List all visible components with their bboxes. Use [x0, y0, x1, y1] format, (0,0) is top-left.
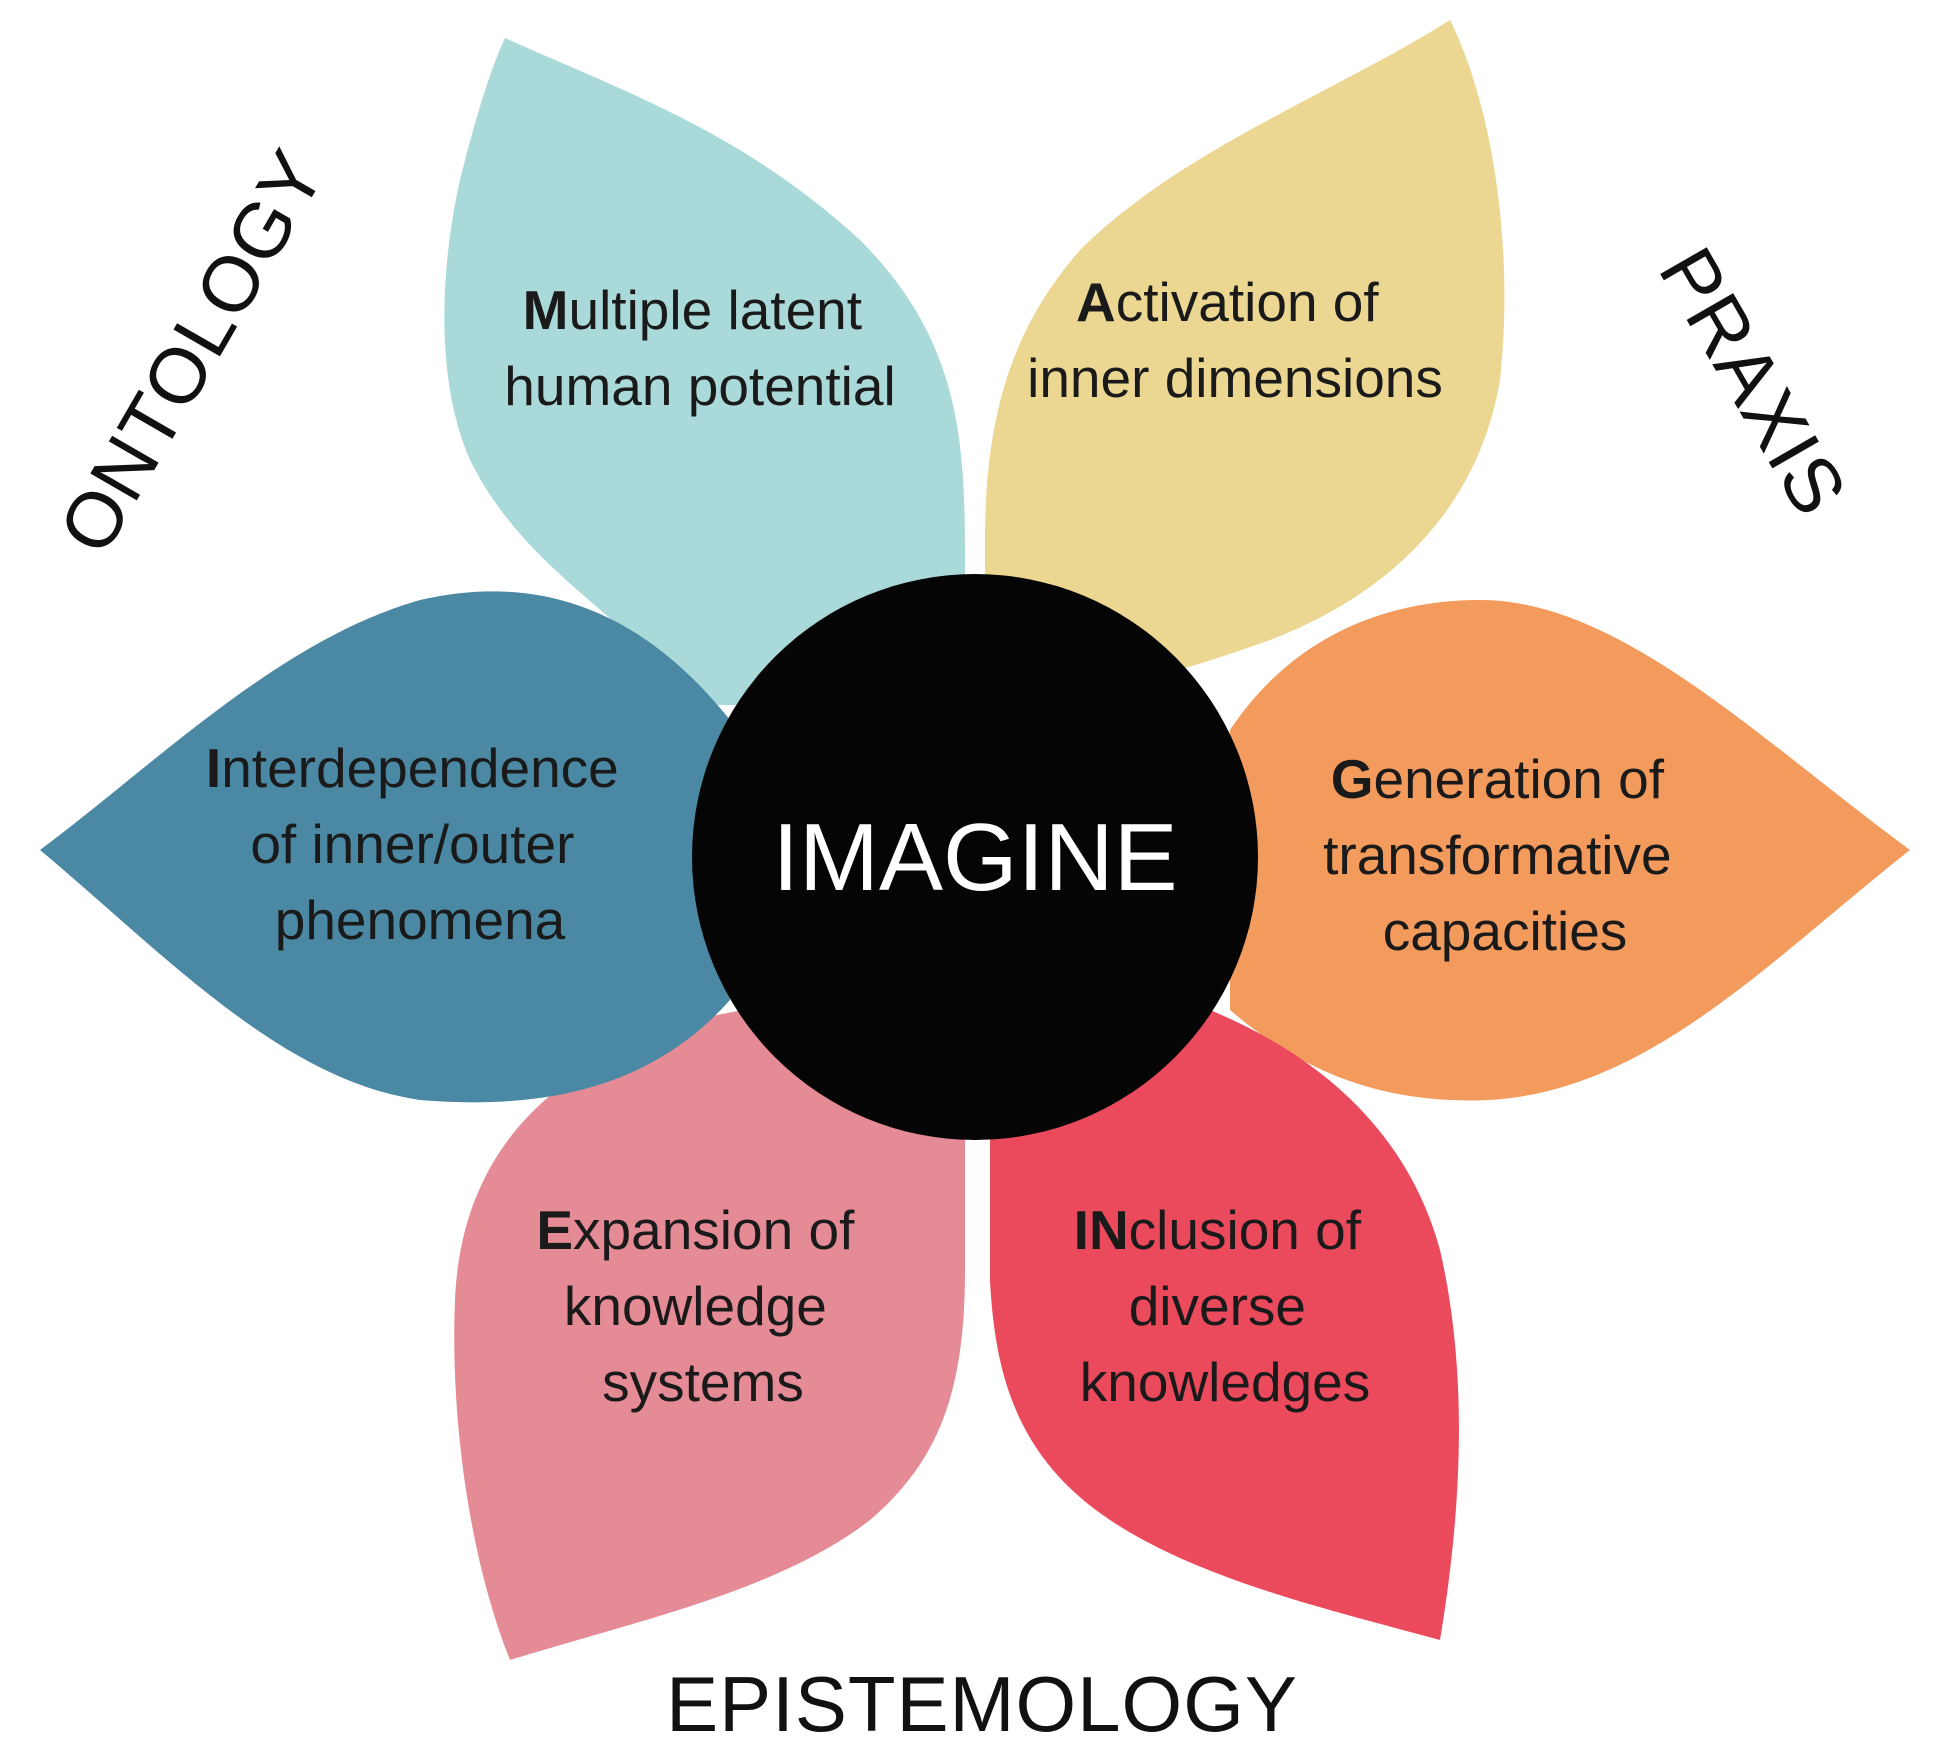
petal-multiple-label: Multiple latent human potential	[504, 279, 895, 417]
petal-generation-shape	[1230, 600, 1910, 1101]
petal-generation-label: Generation of transformative capacities	[1323, 748, 1687, 962]
center-circle	[692, 574, 1258, 1140]
center-hub: IMAGINE	[692, 574, 1258, 1140]
center-label: IMAGINE	[772, 804, 1177, 911]
petal-inclusion-label: INclusion of diverse knowledges	[1074, 1199, 1377, 1413]
petal-expansion-label: Expansion of knowledge systems	[536, 1199, 869, 1413]
petal-activation: Activation of inner dimensions	[985, 20, 1505, 705]
petal-interdependence-shape	[40, 591, 730, 1103]
petal-interdependence-label: Interdependence of inner/outer phenomena	[206, 737, 634, 951]
petal-multiple-shape	[444, 38, 965, 705]
petal-activation-shape	[985, 20, 1505, 705]
petal-inclusion-shape	[990, 1010, 1459, 1640]
axis-label-praxis: PRAXIS	[1642, 233, 1864, 530]
petal-expansion-shape	[454, 1010, 965, 1660]
axis-label-ontology: ONTOLOGY	[41, 135, 342, 568]
petal-expansion: Expansion of knowledge systems	[454, 1010, 965, 1660]
petal-generation: Generation of transformative capacities	[1230, 600, 1910, 1101]
petal-activation-label: Activation of inner dimensions	[1027, 271, 1443, 409]
petal-inclusion: INclusion of diverse knowledges	[990, 1010, 1459, 1640]
petal-interdependence: Interdependence of inner/outer phenomena	[40, 591, 730, 1103]
axis-label-epistemology: EPISTEMOLOGY	[666, 1660, 1298, 1748]
petal-multiple: Multiple latent human potential	[444, 38, 965, 705]
